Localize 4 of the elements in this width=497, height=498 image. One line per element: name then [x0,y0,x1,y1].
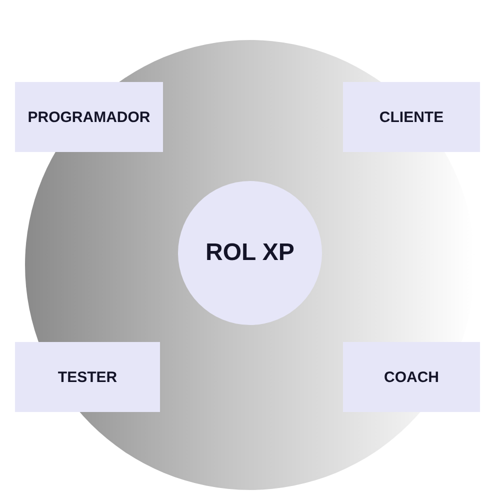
role-box: TESTER [15,342,160,412]
role-box: CLIENTE [343,82,480,152]
role-box: PROGRAMADOR [15,82,163,152]
role-box: COACH [343,342,480,412]
